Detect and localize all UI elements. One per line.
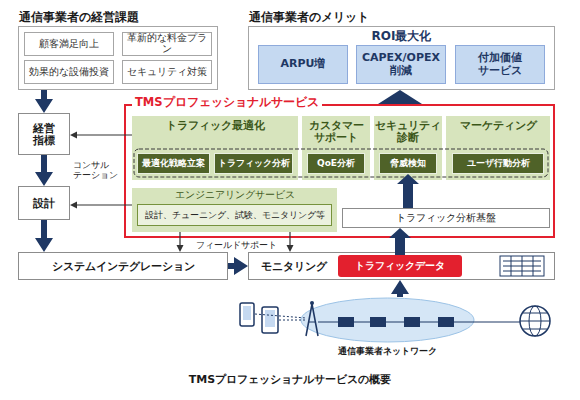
monitoring-band: モニタリング トラフィックデータ (248, 252, 555, 280)
function-box: トラフィック分析 (214, 153, 293, 174)
node-text: 最適化戦略立案 (142, 158, 205, 168)
phone-screen (265, 310, 275, 327)
engineering-box: 設計、チューニング、試験、モニタリング等 (137, 204, 332, 226)
node-text: エンジニアリングサービス (175, 190, 295, 201)
node-text: 顧客満足向上 (39, 39, 99, 50)
node-text: 通信事業者の経営課題 (19, 11, 139, 24)
node-text: 脅威検知 (390, 158, 426, 168)
node-text: セキュリティ対策 (127, 67, 207, 78)
node-text: CAPEX/OPEX 削減 (361, 52, 441, 77)
function-box: QoE分析 (307, 153, 365, 174)
node-text: 経営 指標 (29, 122, 59, 146)
engineering-panel: エンジニアリングサービス設計、チューニング、試験、モニタリング等 (132, 188, 337, 232)
annotation-label: フィールドサポート (196, 240, 277, 250)
node-text: 設計、チューニング、試験、モニタリング等 (145, 210, 325, 220)
benefit-arrow (378, 90, 422, 104)
issue-box: 顧客満足向上 (24, 32, 114, 56)
process-box: 設計 (18, 186, 70, 220)
service-frame: TMSプロフェッショナルサービストラフィック最適化最適化戦略立案トラフィック分析… (124, 104, 555, 238)
node-text: 通信事業者ネットワーク (300, 346, 475, 356)
node-text: システムインテグレーション (52, 260, 195, 272)
issue-group: 通信事業者の経営課題顧客満足向上革新的な料金プラン効果的な設備投資セキュリティ対… (18, 26, 218, 90)
node-text: 革新的な料金プラン (123, 33, 211, 55)
benefit-box: CAPEX/OPEX 削減 (356, 45, 446, 84)
service-panel: カスタマー サポート QoE分析 (302, 116, 370, 180)
benefit-box: ARPU増 (258, 45, 348, 84)
globe-meridian (529, 306, 541, 336)
benefit-box: 付加価値 サービス (455, 45, 545, 84)
radio-link (255, 314, 306, 320)
process-box: 経営 指標 (18, 113, 70, 155)
node-text: トラフィック分析基盤 (396, 213, 496, 224)
globe-outline (520, 306, 550, 336)
node-text: モニタリング (261, 260, 327, 272)
issue-box: セキュリティ対策 (122, 60, 212, 84)
flow-arrow (35, 90, 53, 113)
node-text: 付加価値 サービス (470, 52, 530, 77)
issue-box: 効果的な設備投資 (24, 60, 114, 84)
node-text: 効果的な設備投資 (29, 67, 109, 78)
benefit-group: 通信事業者のメリットROI最大化ARPU増CAPEX/OPEX 削減付加価値 サ… (248, 26, 555, 90)
node-text: QoE分析 (317, 158, 355, 168)
node-text: ARPU増 (281, 58, 326, 71)
phone-icon (240, 303, 254, 326)
node-text: 通信事業者のメリット (249, 11, 369, 24)
tower-top (310, 301, 314, 305)
function-box: 脅威検知 (379, 153, 437, 174)
flow-arrow (391, 280, 409, 297)
service-panel: トラフィック最適化最適化戦略立案 トラフィック分析 (132, 116, 298, 180)
network-ellipse: 通信事業者ネットワーク (300, 297, 475, 343)
flow-arrow (35, 220, 53, 252)
node-text: カスタマー サポート (302, 119, 370, 143)
node-text: マーケティング (460, 119, 537, 131)
globe-parallel (523, 313, 547, 314)
ellipse-shape (301, 298, 474, 342)
consult-arrow (70, 132, 132, 139)
issue-box: 革新的な料金プラン (122, 32, 212, 56)
process-box: システムインテグレーション (18, 252, 228, 280)
function-box: 最適化戦略立案 (137, 153, 210, 174)
node-text: トラフィック最適化 (166, 119, 265, 131)
node-text: 設計 (33, 197, 55, 209)
node-text: TMSプロフェッショナルサービス (132, 96, 322, 109)
function-box: ユーザ行動分析 (452, 153, 544, 174)
service-panel: マーケティングユーザ行動分析 (446, 116, 550, 180)
ellipse-outline (300, 297, 475, 343)
globe-parallel (523, 329, 547, 330)
node-text: トラフィック分析 (218, 158, 290, 168)
flow-arrow (35, 155, 53, 186)
node-text: ユーザ行動分析 (467, 158, 530, 168)
globe-equator (520, 321, 550, 322)
node-text: トラフィックデータ (355, 260, 445, 272)
node-text: セキュリティ 診断 (374, 119, 442, 143)
globe-icon (520, 306, 550, 336)
annotation-label: コンサル テーション (73, 160, 123, 181)
flow-arrow (228, 257, 248, 275)
wireless-line (255, 314, 306, 318)
phone-icons (240, 303, 278, 333)
dashed-group (134, 149, 548, 177)
node-text: ROI最大化 (372, 30, 432, 44)
platform-box: トラフィック分析基盤 (342, 208, 550, 228)
data-box: トラフィックデータ (338, 255, 462, 277)
consult-arrow (70, 202, 132, 209)
phone-icon (262, 307, 278, 333)
figure-caption: TMSプロフェッショナルサービスの概要 (0, 372, 580, 387)
phone-screen (243, 306, 251, 320)
service-panel: セキュリティ 診断脅威検知 (374, 116, 442, 180)
